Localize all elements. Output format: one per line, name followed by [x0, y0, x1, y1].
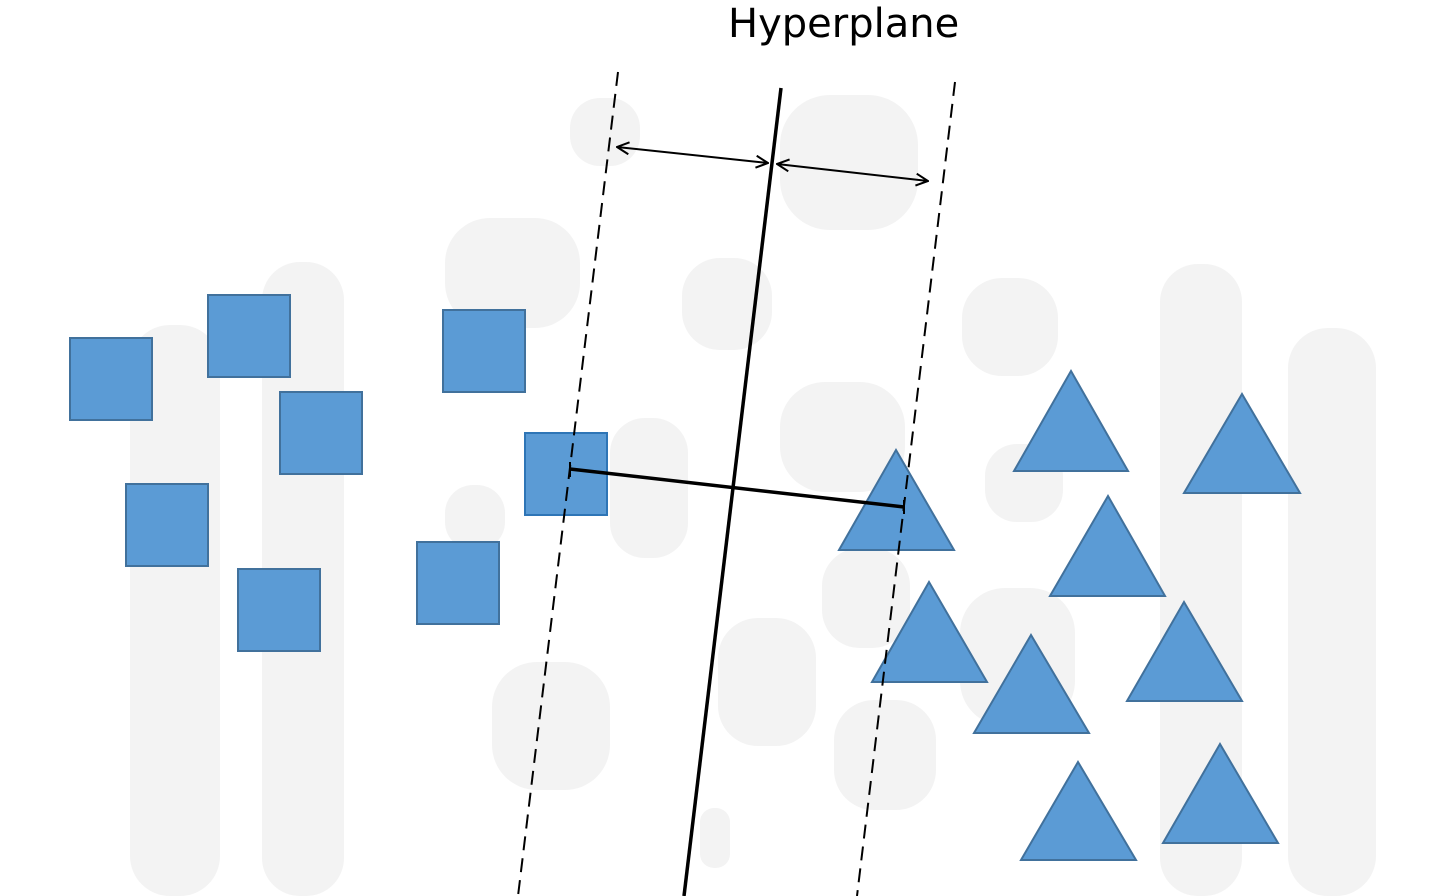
square-point support-vector: [524, 432, 608, 516]
triangle-point: [1125, 600, 1244, 702]
margin-arrow-right: [777, 164, 928, 181]
support-vector-distance-line: [569, 467, 905, 509]
square-point: [207, 294, 291, 378]
square-point: [237, 568, 321, 652]
square-point: [442, 309, 526, 393]
triangle-point support-vector: [837, 447, 956, 551]
triangle-point: [1182, 392, 1302, 494]
square-point: [125, 483, 209, 567]
triangle-point: [1019, 760, 1138, 861]
triangle-point: [870, 579, 989, 683]
margin-boundary-left: [517, 71, 619, 896]
triangle-point: [1048, 493, 1167, 597]
triangles-class: [837, 368, 1302, 861]
triangle-point: [1012, 368, 1130, 472]
margin-boundary-right: [856, 81, 956, 896]
square-point: [69, 337, 153, 421]
margin-arrow-left: [617, 147, 768, 163]
triangle-point: [1161, 742, 1280, 844]
triangle-point: [972, 633, 1091, 734]
hyperplane-title: Hyperplane: [728, 1, 960, 47]
square-point: [416, 541, 500, 625]
background-watermark: [130, 95, 1376, 896]
squares-class: [69, 294, 608, 652]
square-point: [279, 391, 363, 475]
hyperplane-line: [682, 87, 783, 896]
